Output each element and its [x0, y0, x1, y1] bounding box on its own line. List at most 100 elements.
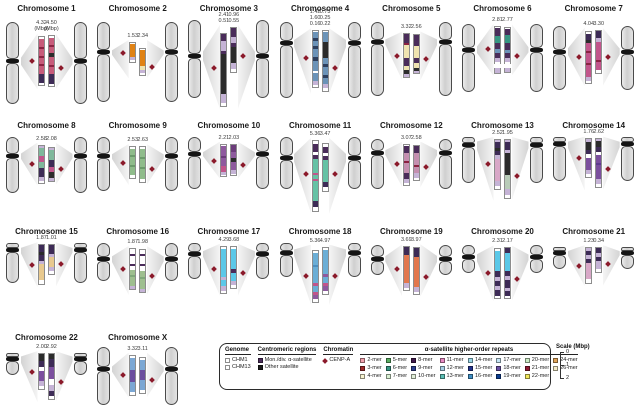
array-segment [311, 172, 319, 175]
chm13-size-label: 2.03 [222, 135, 245, 141]
chm1-array-bar [402, 246, 410, 292]
array-segment [311, 57, 319, 62]
chromosome-ideogram-right [73, 22, 88, 104]
array-segment [321, 143, 329, 148]
array-segment [402, 152, 410, 161]
chromosome-ideogram-right [73, 243, 88, 283]
array-segment [402, 74, 410, 79]
array-segment [139, 156, 147, 159]
array-segment [504, 280, 511, 289]
array-segment [412, 57, 420, 63]
array-segment [402, 255, 410, 284]
array-segment [38, 167, 45, 177]
array-segment [412, 164, 420, 167]
chm13-array-bar [321, 143, 329, 193]
chm13-size-label: 3.68 [222, 237, 245, 243]
chromosome-ideogram-left [5, 353, 20, 375]
array-segment [311, 32, 319, 39]
chm13-size-label: 2.62 [587, 129, 610, 135]
array-segment [139, 288, 147, 293]
array-segment [504, 138, 511, 142]
array-segment [139, 148, 147, 157]
q-arm [438, 260, 452, 275]
q-arm [256, 255, 270, 279]
q-arm [97, 371, 111, 405]
legend-item: 20-mer [524, 357, 549, 364]
chromosome-ideogram-right [164, 22, 179, 102]
array-segment [504, 49, 511, 53]
array-segment [585, 251, 593, 256]
array-segment [412, 177, 420, 181]
array-segment [311, 151, 319, 155]
array-segment [38, 264, 45, 281]
array-segment [230, 249, 238, 270]
q-arm [462, 51, 475, 92]
array-segment [139, 276, 147, 279]
chromosome-title: Chromosome 12 [379, 121, 443, 130]
q-arm [97, 54, 111, 102]
p-arm [256, 137, 270, 153]
zoom-funnel-right [55, 351, 73, 403]
array-segment [321, 282, 329, 286]
array-segment [139, 379, 147, 390]
size-label-line: 1.87 [127, 238, 139, 245]
legend-item-label: 2-mer [367, 357, 382, 363]
chm1-array-bar [585, 31, 593, 85]
color-swatch [360, 358, 366, 363]
array-segment [321, 182, 329, 188]
array-segment [38, 144, 45, 148]
legend-item-label: 7-mer [392, 373, 408, 379]
centromere-band [97, 154, 111, 159]
p-arm [553, 26, 567, 50]
array-segment [595, 59, 603, 62]
color-swatch [411, 374, 417, 379]
chm13-array-bar [321, 30, 329, 93]
array-segment [595, 179, 603, 185]
array-segment [230, 269, 238, 274]
chm1-size-label: 3.07 [395, 135, 418, 141]
array-segment [412, 33, 420, 46]
array-segment [48, 84, 55, 88]
p-arm [74, 353, 87, 358]
array-segment [129, 255, 137, 264]
size-label-line: 5.36 [309, 237, 321, 244]
zoom-funnel-left [294, 28, 312, 95]
chm13-size-label: 0.34 [587, 238, 610, 244]
p-arm [279, 137, 293, 156]
p-arm [553, 247, 567, 252]
chromosome-ideogram-left [96, 137, 111, 191]
array-segment [585, 259, 593, 264]
chromosome-ideogram-left [461, 137, 476, 183]
array-segment [311, 139, 319, 144]
array-segment [220, 245, 228, 249]
color-swatch [411, 358, 417, 363]
array-segment [139, 263, 147, 266]
zoom-funnel-right [237, 243, 255, 296]
chm1-array-bar [38, 244, 45, 286]
array-segment [311, 295, 319, 300]
p-arm [462, 24, 475, 48]
color-swatch [439, 366, 445, 371]
array-segment [494, 180, 501, 186]
array-segment [139, 168, 147, 179]
color-swatch [225, 358, 230, 363]
q-arm [530, 51, 543, 92]
legend-item-label: CENP-A [329, 357, 351, 363]
array-segment [402, 283, 410, 289]
array-segment [494, 67, 501, 74]
size-label-line: 3.30 [593, 20, 605, 27]
chm1-array-bar [220, 143, 228, 177]
color-swatch [360, 374, 366, 379]
chromosome-ideogram-left [187, 243, 202, 279]
legend-chromatin: Chromatin CENP-A [322, 347, 354, 386]
array-segment [129, 354, 137, 358]
array-segment [139, 166, 147, 169]
array-segment [494, 48, 501, 53]
zoom-funnel-right [146, 245, 164, 295]
chm13-array-bar [595, 138, 603, 189]
legend-item: 15-mer [467, 365, 492, 372]
array-segment [220, 50, 228, 54]
